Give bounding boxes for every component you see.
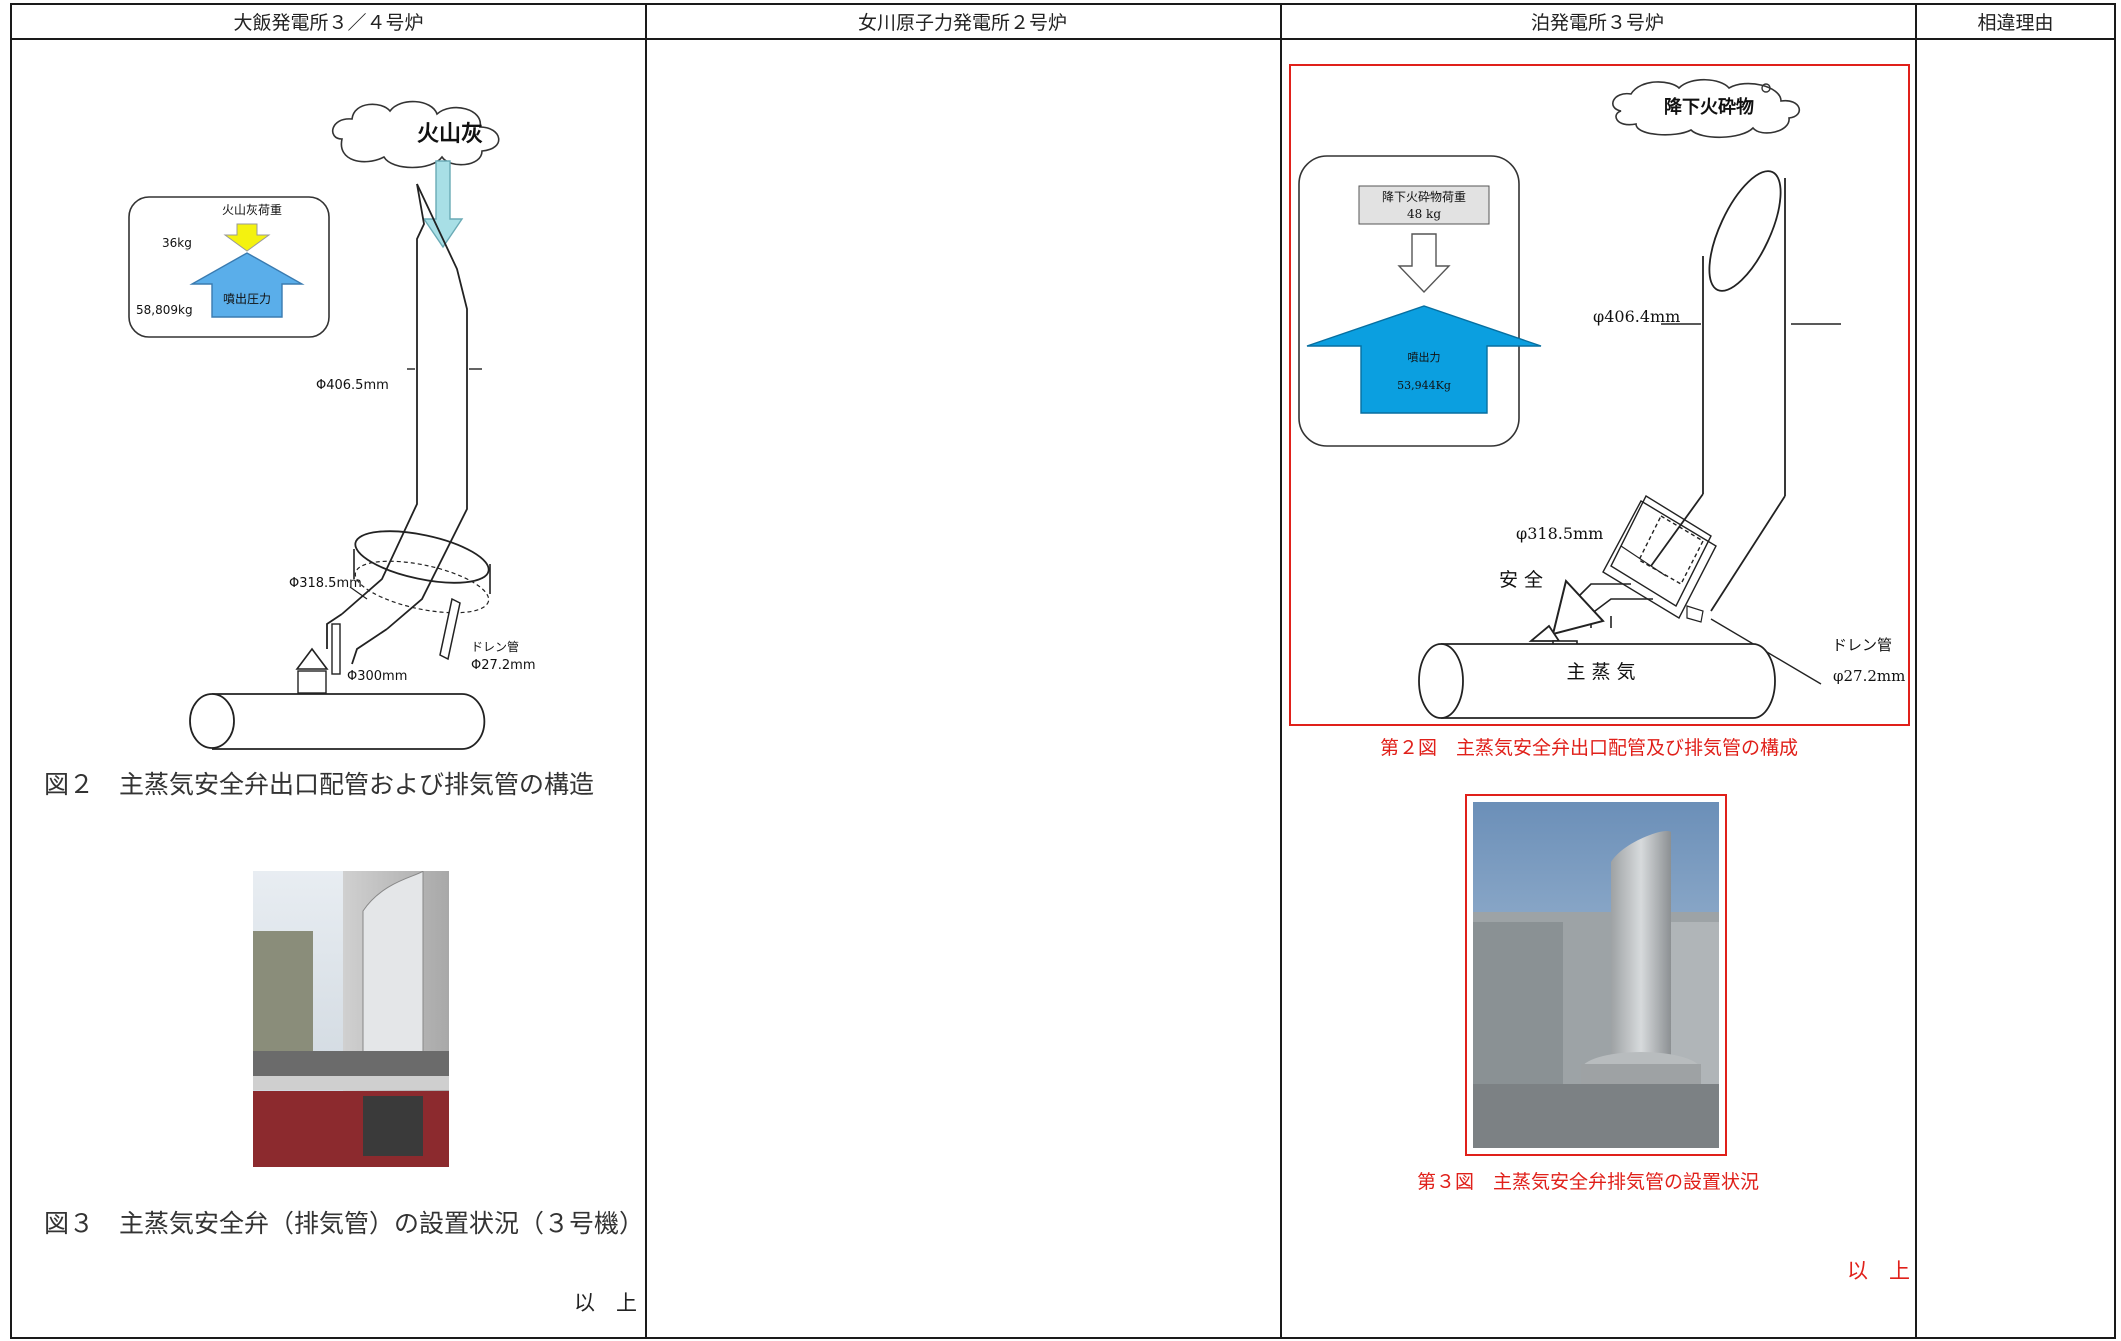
column-header-tomari: 泊発電所３号炉 [1530, 12, 1664, 34]
ohi-load-value: 36kg [162, 236, 192, 250]
tomari-exhaust-pipe [1650, 170, 1786, 612]
column-divider [1280, 5, 1282, 1337]
tomari-load-box: 降下火砕物荷重 48 kg 噴出力 53,944Kg [1298, 155, 1542, 447]
tomari-valve-label: 安 全 [1499, 569, 1543, 591]
ohi-dim-inlet: Φ318.5mm [289, 576, 362, 591]
header-divider [12, 38, 2114, 40]
tomari-cloud: 降下火砕物 [1612, 78, 1801, 139]
ohi-drain-pipe [439, 597, 461, 661]
tomari-steam-label: 主 蒸 気 [1566, 661, 1635, 683]
tomari-flange [1602, 495, 1717, 619]
tomari-pressure-label: 噴出力 [1408, 350, 1441, 364]
ohi-pipe [326, 183, 468, 665]
ohi-dim-valve: Φ300mm [347, 669, 407, 684]
tomari-fig3-frame [1465, 794, 1727, 1156]
ash-load-arrow [223, 223, 271, 252]
tomari-dim-inlet: φ318.5mm [1516, 524, 1603, 543]
tomari-exhaust-photo [1473, 802, 1719, 1148]
tomari-dim-outlet: φ406.4mm [1593, 307, 1680, 326]
ohi-drain-label: ドレン管 [471, 639, 519, 654]
column-header-onagawa: 女川原子力発電所２号炉 [857, 12, 1067, 34]
tomari-ash-arrow [1397, 233, 1451, 294]
tomari-main-steam-pipe: 主 蒸 気 [1418, 643, 1776, 719]
tomari-fig3-caption: 第３図 主蒸気安全弁排気管の設置状況 [1417, 1171, 1760, 1193]
ohi-cloud-label: 火山灰 [417, 121, 483, 147]
falling-ash-arrow [422, 160, 464, 249]
column-header-reason: 相違理由 [1977, 12, 2054, 34]
ohi-drain-dim: Φ27.2mm [471, 658, 536, 673]
ohi-pressure-value: 58,809kg [136, 303, 193, 317]
ohi-exhaust-photo [253, 871, 449, 1167]
tomari-load-value: 48 kg [1407, 207, 1441, 221]
tomari-fig2-caption: 第２図 主蒸気安全弁出口配管及び排気管の構成 [1380, 737, 1799, 759]
column-header-ohi: 大飯発電所３／４号炉 [233, 12, 424, 34]
ohi-pressure-arrow [189, 252, 305, 318]
ohi-fig3-caption: 図３ 主蒸気安全弁（排気管）の設置状況（３号機） [44, 1209, 645, 1238]
pipe-support-ring [354, 530, 490, 584]
tomari-cloud-label: 降下火砕物 [1664, 96, 1754, 118]
tomari-pressure-value: 53,944Kg [1397, 379, 1451, 392]
column-divider [1915, 5, 1917, 1337]
ohi-main-steam-pipe [189, 693, 486, 750]
tomari-end-note: 以 上 [1847, 1259, 1910, 1283]
column-divider [645, 5, 647, 1337]
ohi-dim-outlet: Φ406.5mm [316, 378, 389, 393]
ohi-load-label: 火山灰荷重 [222, 203, 282, 217]
ohi-cloud: 火山灰 [331, 100, 500, 169]
tomari-fig2-frame [1289, 64, 1910, 726]
ohi-end-note: 以 上 [574, 1291, 637, 1315]
ohi-pressure-label: 噴出圧力 [223, 292, 271, 306]
comparison-table: 大飯発電所３／４号炉 女川原子力発電所２号炉 泊発電所３号炉 相違理由 火山灰 [10, 3, 2116, 1339]
tomari-safety-valve [1551, 578, 1605, 636]
ohi-load-box: 火山灰荷重 36kg 噴出圧力 58,809kg [128, 196, 330, 338]
tomari-pressure-arrow [1306, 305, 1542, 414]
ohi-piping-diagram: 火山灰 [128, 100, 536, 750]
ohi-safety-valve [295, 647, 329, 670]
tomari-drain-dim: φ27.2mm [1833, 667, 1905, 685]
tomari-drain-label: ドレン管 [1832, 636, 1892, 654]
ohi-fig2-caption: 図２ 主蒸気安全弁出口配管および排気管の構造 [44, 770, 595, 799]
tomari-piping-diagram: 降下火砕物 降下火砕物荷重 48 kg 噴出力 53,944Kg [1298, 78, 1905, 719]
tomari-load-label: 降下火砕物荷重 [1382, 189, 1466, 204]
